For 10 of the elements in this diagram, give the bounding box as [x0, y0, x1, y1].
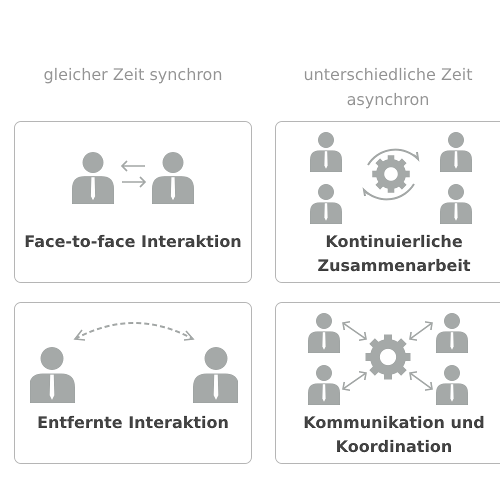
card-title: Entfernte Interaktion — [36, 412, 230, 434]
column-header: unterschiedliche Zeit asynchron — [302, 64, 474, 111]
column-header: gleicher Zeit synchron — [42, 64, 224, 86]
card-title: Face-to-face Interaktion — [23, 231, 243, 253]
category-card — [14, 302, 252, 464]
category-card — [14, 121, 252, 283]
category-card — [275, 302, 500, 464]
card-title: Kontinuierliche Zusammenarbeit — [316, 231, 472, 277]
card-title: Kommunikation und Koordination — [302, 412, 486, 458]
category-card — [275, 121, 500, 283]
